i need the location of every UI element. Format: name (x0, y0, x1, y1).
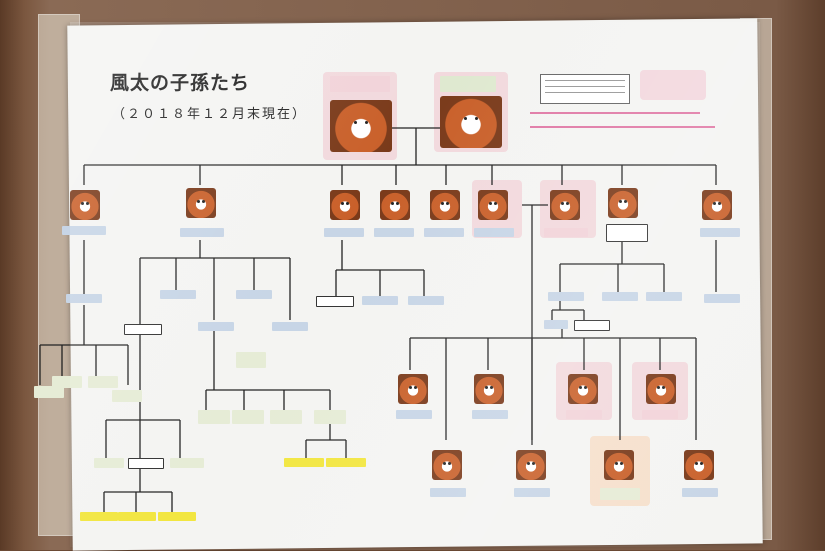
descendant-text (236, 352, 266, 368)
grandchild-photo (568, 374, 598, 404)
child-photo (608, 188, 638, 218)
grandchild-label (566, 410, 602, 419)
grandchild-photo (474, 374, 504, 404)
grandchild-label (642, 410, 678, 419)
legend-box (540, 74, 630, 104)
poster-subtitle: （２０１８年１２月末現在） (112, 107, 308, 122)
grandchild-label-outlined (316, 296, 354, 307)
great-grandchild-photo (432, 450, 462, 480)
grandchild-photo (646, 374, 676, 404)
great-grandchild-label (600, 488, 640, 500)
grandchild-label (236, 290, 272, 299)
grandchild-label-outlined (574, 320, 610, 331)
child-photo (430, 190, 460, 220)
child-label (424, 228, 464, 237)
descendant-label-yellow (158, 512, 196, 521)
descendant-text (170, 458, 204, 468)
great-grandchild-photo (684, 450, 714, 480)
descendant-text (232, 410, 264, 424)
child-photo (70, 190, 100, 220)
child-photo (330, 190, 360, 220)
legend-badge (640, 70, 706, 100)
great-grandchild-label (682, 488, 718, 497)
grandchild-label (362, 296, 398, 305)
descendant-text (112, 390, 142, 402)
grandchild-label (472, 410, 508, 419)
child-photo (702, 190, 732, 220)
parent-photo-male (330, 100, 392, 152)
descendant-label-outlined (128, 458, 164, 469)
great-grandchild-label (430, 488, 466, 497)
child-label (700, 228, 740, 237)
grandchild-label (704, 294, 740, 303)
child-photo (186, 188, 216, 218)
parent-photo-female (440, 96, 502, 148)
descendant-text (94, 458, 124, 468)
grandchild-label (548, 292, 584, 301)
great-grandchild-photo (604, 450, 634, 480)
child-photo (550, 190, 580, 220)
child-photo (478, 190, 508, 220)
descendant-text (314, 410, 346, 424)
child-label (180, 228, 224, 237)
great-grandchild-photo (516, 450, 546, 480)
parent-label-male (330, 76, 390, 92)
grandchild-label (198, 322, 234, 331)
child-label (374, 228, 414, 237)
descendant-text (198, 410, 230, 424)
grandchild-photo (398, 374, 428, 404)
descendant-text (52, 376, 82, 388)
grandchild-label (544, 320, 568, 329)
poster-title: 風太の子孫たち (110, 72, 251, 94)
grandchild-label (602, 292, 638, 301)
grandchild-label (272, 322, 308, 331)
grandchild-label (160, 290, 196, 299)
child-label (544, 228, 588, 237)
great-grandchild-label (514, 488, 550, 497)
grandchild-label (396, 410, 432, 419)
child-label (62, 226, 106, 235)
descendant-label-yellow (118, 512, 156, 521)
grandchild-label (646, 292, 682, 301)
child-label (474, 228, 514, 237)
descendant-text (34, 386, 64, 398)
descendant-label-yellow (284, 458, 324, 467)
descendant-label-yellow (80, 512, 118, 521)
child-photo (380, 190, 410, 220)
descendant-label-yellow (326, 458, 366, 467)
descendant-text (270, 410, 302, 424)
grandchild-label (66, 294, 102, 303)
grandchild-label (408, 296, 444, 305)
note-line-2 (530, 126, 715, 128)
parent-label-female (440, 76, 496, 92)
child-label (324, 228, 364, 237)
note-line-1 (530, 112, 700, 114)
child-label-outlined (606, 224, 648, 242)
grandchild-label-outlined (124, 324, 162, 335)
descendant-text (88, 376, 118, 388)
